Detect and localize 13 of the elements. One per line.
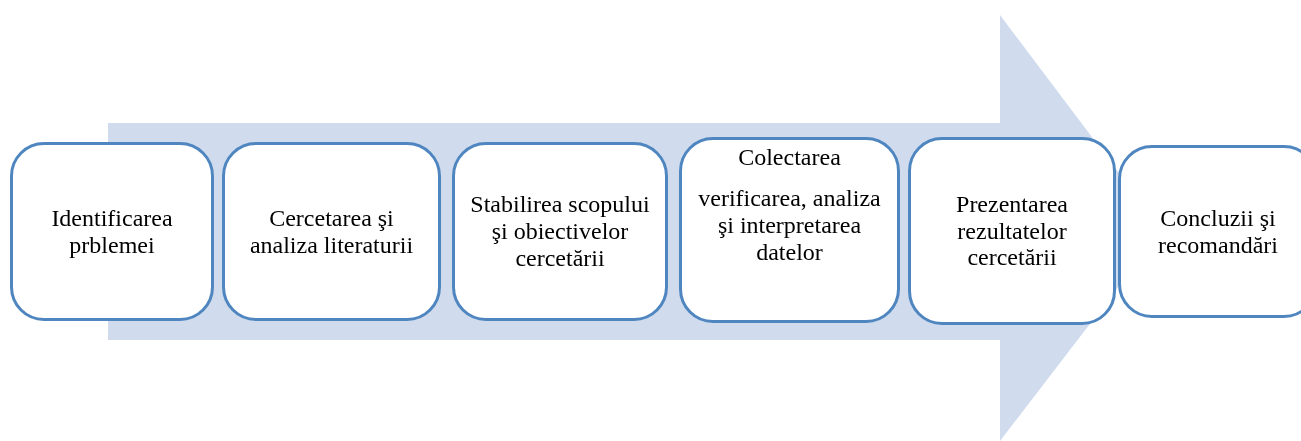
step-text: Concluzii şi recomandări <box>1157 204 1279 259</box>
step-box <box>452 142 668 321</box>
step-box <box>908 137 1116 325</box>
step-text: Colectarea <box>738 144 841 171</box>
step-box <box>1118 145 1301 318</box>
step-text: Identificarea prblemei <box>50 204 174 259</box>
step-text: verificarea, analiza şi interpretarea datelor <box>697 184 882 266</box>
step-text: Cercetarea şi analiza literaturii <box>248 204 415 259</box>
step-box <box>10 142 214 321</box>
step-box <box>679 137 900 323</box>
step-text: Prezentarea rezultatelor cercetării <box>955 190 1069 272</box>
step-box <box>222 142 441 321</box>
step-text: Stabilirea scopului şi obiectivelor cercetării <box>469 191 651 272</box>
